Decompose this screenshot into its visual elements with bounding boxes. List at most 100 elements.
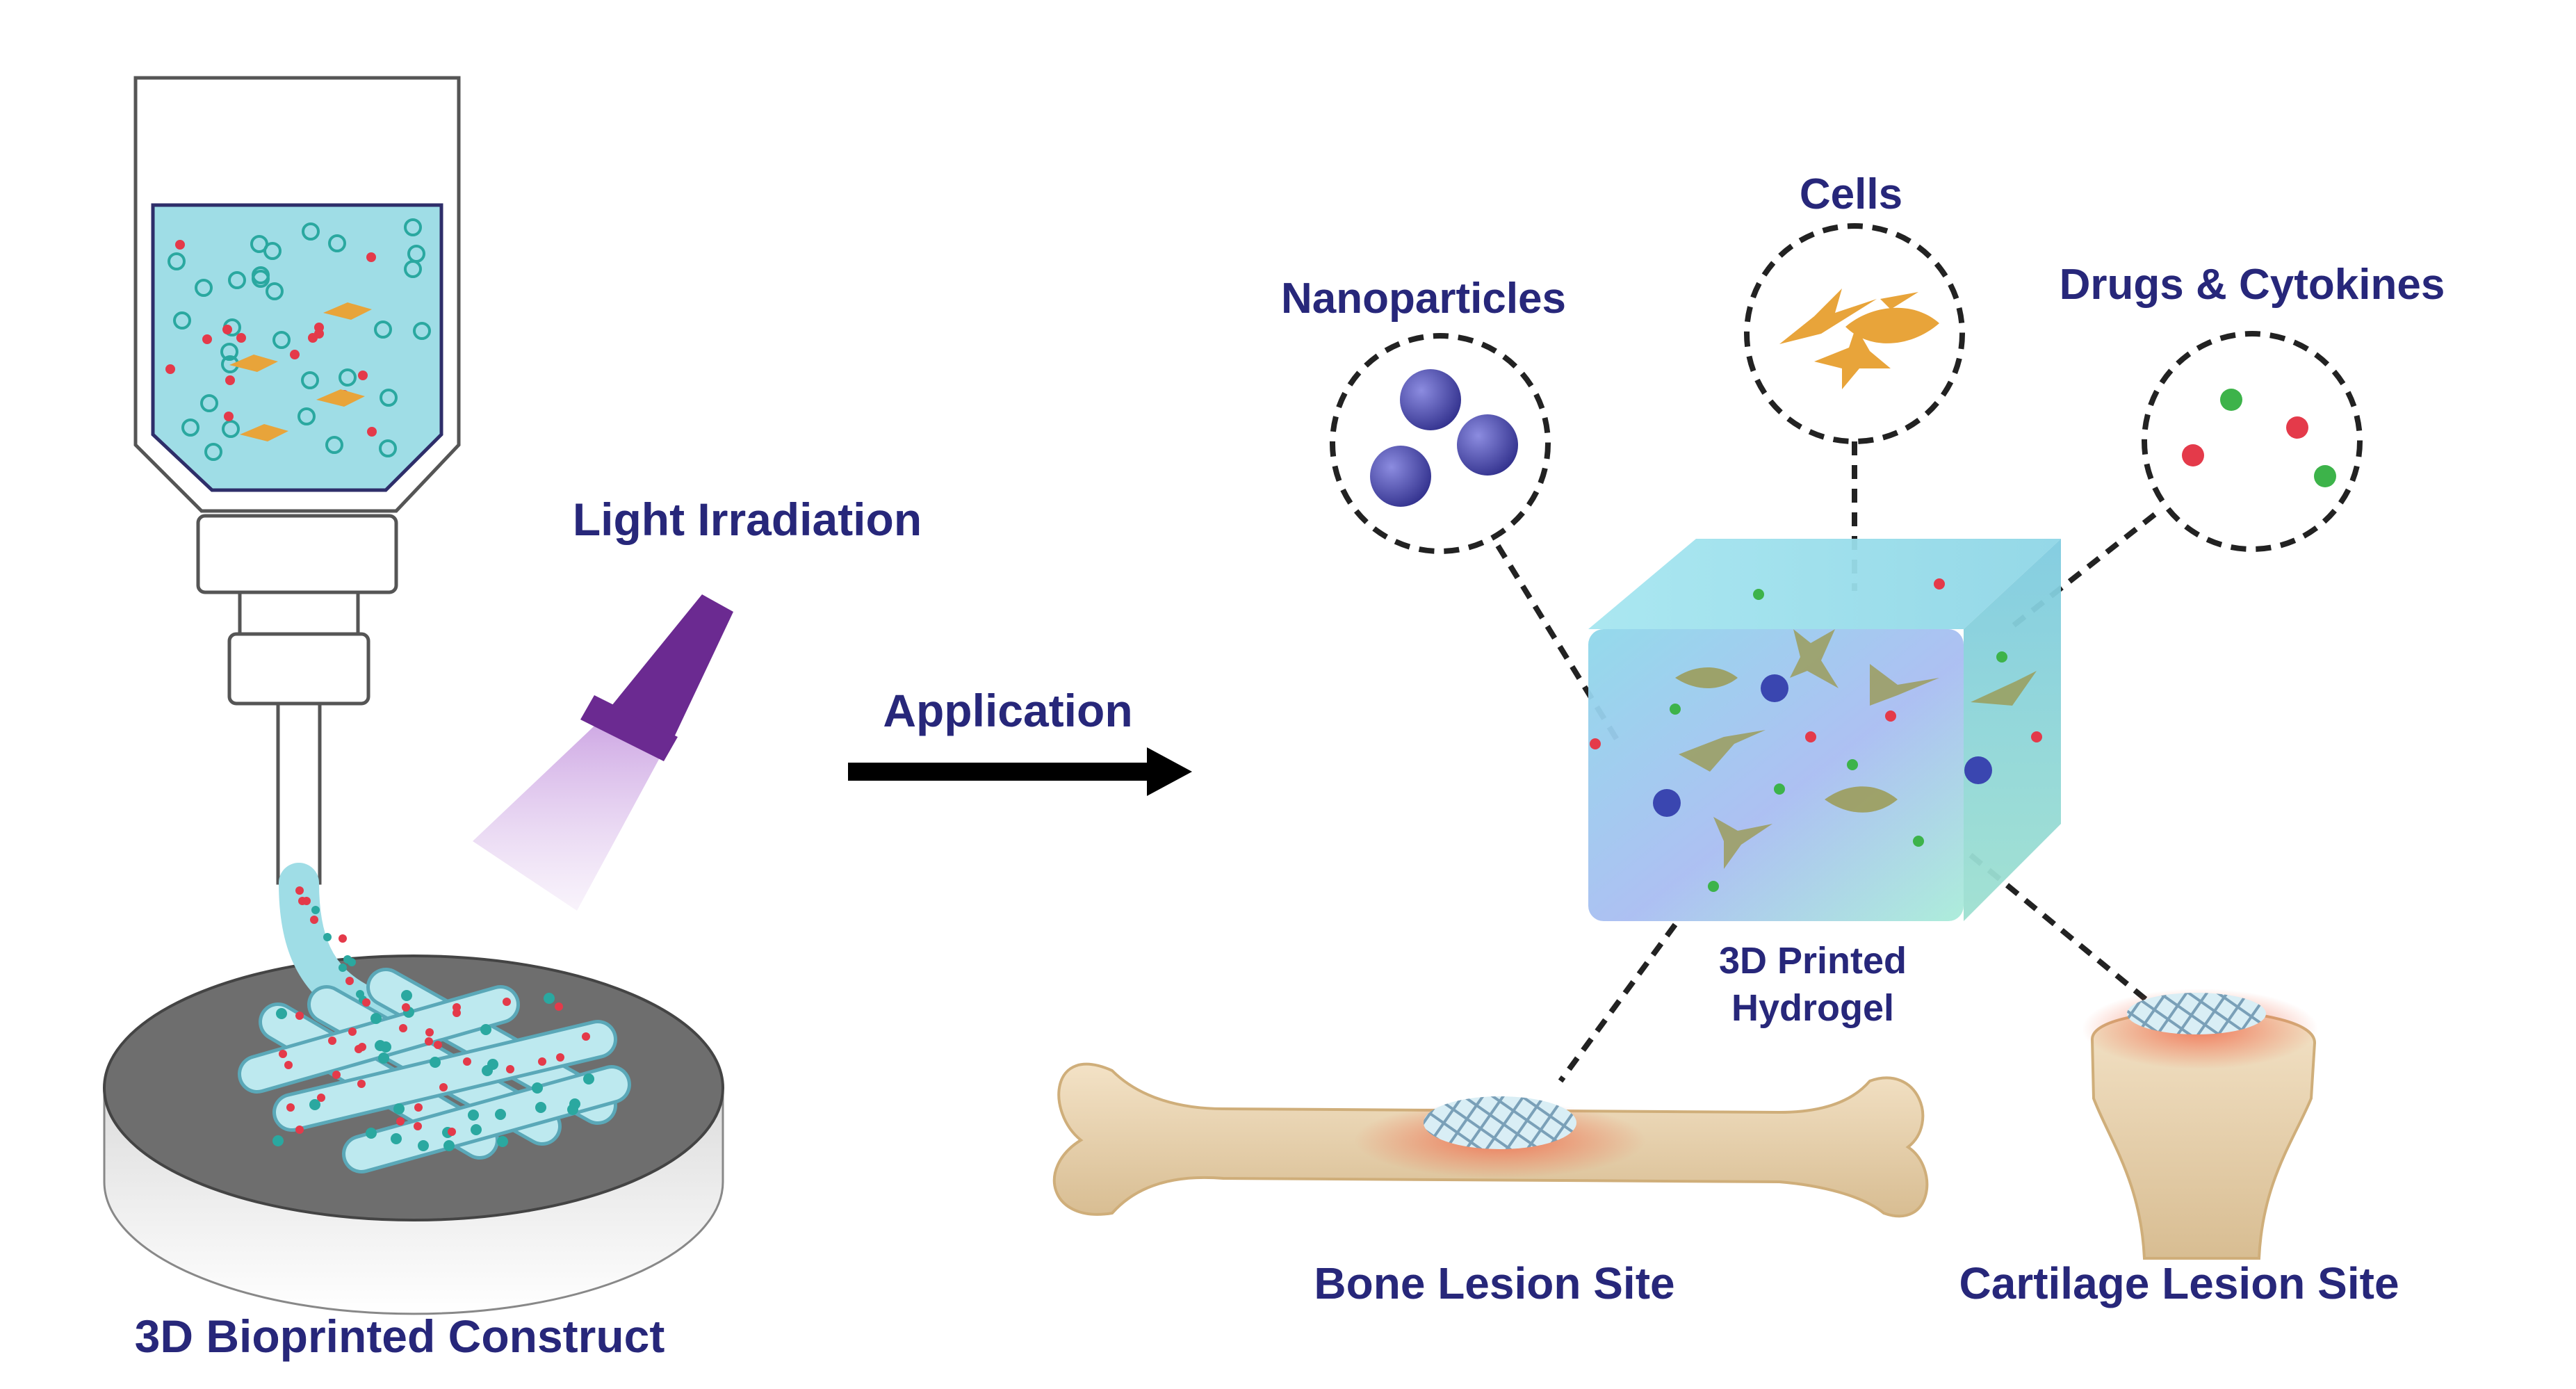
bioink-particle xyxy=(220,343,238,361)
filament-particle xyxy=(310,916,318,924)
bioink-cell xyxy=(240,424,288,441)
filament-particle xyxy=(362,998,370,1007)
bioink-particle xyxy=(290,350,300,359)
scaffold-particle xyxy=(556,1053,564,1062)
bioink-particle xyxy=(314,329,324,339)
bioink-particle xyxy=(195,279,213,297)
scaffold-particle xyxy=(567,1104,578,1115)
bioink-particle xyxy=(181,419,199,437)
label-drugs-cytokines: Drugs & Cytokines xyxy=(2060,261,2445,309)
label-hydrogel-line1: 3D Printed xyxy=(1719,940,1907,982)
label-hydrogel-line2: Hydrogel xyxy=(1731,987,1894,1029)
scaffold-particle xyxy=(439,1083,448,1091)
bioink-particle xyxy=(266,282,284,300)
hydrogel-molecule xyxy=(1753,589,1764,600)
bioink-particle xyxy=(168,252,186,270)
scaffold-particle xyxy=(583,1073,594,1085)
filament-particle xyxy=(345,977,354,985)
cube-top xyxy=(1588,539,2061,629)
bioink-particle xyxy=(204,443,222,461)
filament-particle xyxy=(339,964,347,972)
hydrogel-molecule xyxy=(1590,738,1601,749)
filament-particle xyxy=(339,934,347,943)
bioink-particle xyxy=(202,334,212,344)
hydrogel-molecule xyxy=(1774,783,1785,795)
scaffold-particle xyxy=(393,1103,405,1114)
bioink-particle xyxy=(374,320,392,339)
bioink-particle xyxy=(228,271,246,289)
scaffold-particle xyxy=(366,1128,377,1139)
scaffold-particle xyxy=(434,1041,442,1049)
label-light-irradiation: Light Irradiation xyxy=(573,494,922,545)
light-source xyxy=(473,594,733,911)
hydrogel-molecule xyxy=(1670,704,1681,715)
bioink-particle xyxy=(236,333,246,343)
bioink-particle xyxy=(366,252,376,262)
bioink-particle xyxy=(165,364,175,374)
scaffold-particle xyxy=(317,1094,325,1102)
scaffold-particle xyxy=(582,1032,590,1041)
scaffold-particle xyxy=(463,1057,471,1066)
bioink-particle xyxy=(225,375,235,385)
scaffold-particle xyxy=(555,1002,563,1011)
scaffold-particle xyxy=(332,1071,341,1079)
scaffold-particles xyxy=(272,886,594,1151)
scaffold-particle xyxy=(544,993,555,1004)
bioink-cell xyxy=(323,302,372,320)
nanoparticles-callout xyxy=(1330,333,1551,554)
bioink-particle xyxy=(297,407,316,425)
cube-side xyxy=(1964,539,2061,921)
scaffold-particle xyxy=(284,1061,293,1069)
label-nanoparticles: Nanoparticles xyxy=(1281,275,1566,323)
filament-particle xyxy=(348,958,356,966)
scaffold-particle xyxy=(487,1059,498,1070)
scaffold-particle xyxy=(443,1140,455,1151)
scaffold-particle xyxy=(425,1028,434,1037)
bioink-particle xyxy=(301,371,319,389)
scaffold-particle xyxy=(495,1109,506,1120)
scaffold-particle xyxy=(497,1136,508,1147)
label-3d-bioprinted-construct: 3D Bioprinted Construct xyxy=(135,1310,665,1362)
scaffold-particle xyxy=(380,1041,391,1053)
scaffold-particle xyxy=(348,1027,357,1036)
bioink-cell xyxy=(229,355,278,372)
hydrogel-cube xyxy=(1588,539,2061,921)
hydrogel-molecule xyxy=(1708,881,1719,892)
scaffold-particle xyxy=(535,1102,546,1113)
hydrogel-molecule xyxy=(1805,731,1816,742)
torch-body xyxy=(612,594,733,737)
torch-head xyxy=(580,695,678,761)
light-beam xyxy=(473,716,667,911)
bioink-particle xyxy=(413,322,431,340)
filament-particle xyxy=(311,906,320,914)
scaffold-particle xyxy=(532,1082,543,1094)
cube-front xyxy=(1588,629,1964,921)
bioink-particle xyxy=(367,427,377,437)
hydrogel-molecule xyxy=(1996,651,2007,663)
scaffold-particle xyxy=(448,1128,456,1136)
scaffold-particle xyxy=(391,1133,402,1144)
label-cartilage-lesion-site: Cartilage Lesion Site xyxy=(1959,1258,2399,1308)
label-cells: Cells xyxy=(1800,170,1902,218)
scaffold-particle xyxy=(471,1124,482,1135)
label-application: Application xyxy=(883,685,1132,736)
scaffold-particle xyxy=(506,1065,514,1073)
application-arrow xyxy=(848,747,1192,796)
bioink-particle xyxy=(224,412,234,421)
scaffold-particle xyxy=(358,1043,366,1051)
bioink-particle xyxy=(173,311,191,330)
scaffold-particle xyxy=(370,1013,382,1024)
hydrogel-molecule xyxy=(1847,759,1858,770)
cells-callout xyxy=(1744,223,1965,444)
filament-particle xyxy=(295,886,304,895)
scaffold-particle xyxy=(414,1103,423,1112)
nozzle-collar xyxy=(196,514,398,594)
hydrogel-molecule xyxy=(1934,578,1945,590)
scaffold-particle xyxy=(538,1057,546,1066)
scaffold-particle xyxy=(401,990,412,1001)
scaffold-particle xyxy=(480,1024,491,1035)
bioink-particle xyxy=(263,242,282,260)
scaffold-particle xyxy=(357,1080,366,1088)
bioink-particle xyxy=(339,368,357,387)
bioink-particle xyxy=(325,436,343,454)
